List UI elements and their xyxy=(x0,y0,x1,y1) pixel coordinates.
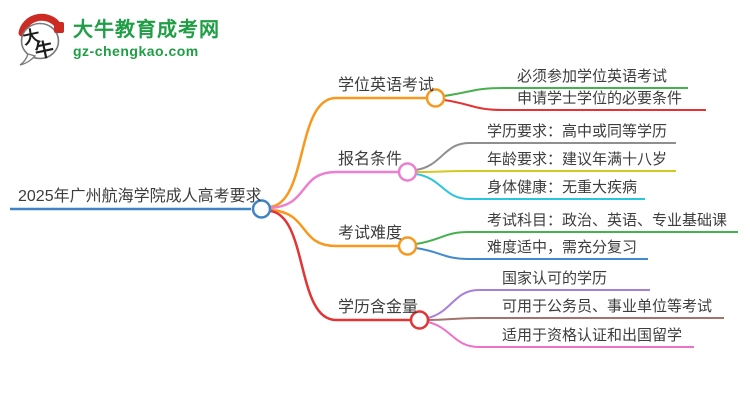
site-logo: 大 牛 大牛教育成考网 gz-chengkao.com xyxy=(16,12,220,66)
logo-red-seal xyxy=(54,22,64,33)
branch-label-signup: 报名条件 xyxy=(338,151,403,168)
leaf-label-certification-abroad: 适用于资格认证和出国留学 xyxy=(502,327,683,344)
edge-root-to-branch-signup xyxy=(269,170,399,210)
leaf-label-exam-subjects: 考试科目：政治、英语、专业基础课 xyxy=(487,212,728,229)
edge-leaf-civil-service xyxy=(427,317,724,321)
logo-domain: gz-chengkao.com xyxy=(73,43,199,59)
logo-speech-bubble xyxy=(20,22,60,60)
leaf-label-state-recognized: 国家认可的学历 xyxy=(502,270,608,287)
logo-red-arc xyxy=(18,13,60,37)
branch-label-degree-english: 学位英语考试 xyxy=(338,77,435,94)
leaf-label-must-take-exam: 必须参加学位英语考试 xyxy=(517,68,668,85)
logo-char-da: 大 xyxy=(21,25,42,48)
logo-text: 大牛教育成考网 gz-chengkao.com xyxy=(73,18,220,60)
leaf-label-bachelor-condition: 申请学士学位的必要条件 xyxy=(517,90,683,107)
leaf-label-civil-service: 可用于公务员、事业单位等考试 xyxy=(502,298,713,315)
branch-label-value: 学历含金量 xyxy=(338,299,419,316)
leaf-label-moderate-difficulty: 难度适中，需充分复习 xyxy=(487,239,638,256)
logo-char-niu: 牛 xyxy=(33,37,56,63)
leaf-label-education-requirement: 学历要求：高中或同等学历 xyxy=(487,123,668,140)
edge-leaf-age-requirement xyxy=(415,170,676,173)
branch-label-difficulty: 考试难度 xyxy=(338,225,403,242)
logo-speech-bubble-tail xyxy=(19,53,37,66)
leaf-label-age-requirement: 年龄要求：建议年满十八岁 xyxy=(487,151,668,168)
root-node-label: 2025年广州航海学院成人高考要求 xyxy=(18,188,262,205)
logo-bull-speech-bubble-icon: 大 牛 xyxy=(18,13,64,66)
logo-title: 大牛教育成考网 xyxy=(73,19,220,41)
leaf-label-health-requirement: 身体健康：无重大疾病 xyxy=(487,179,638,196)
